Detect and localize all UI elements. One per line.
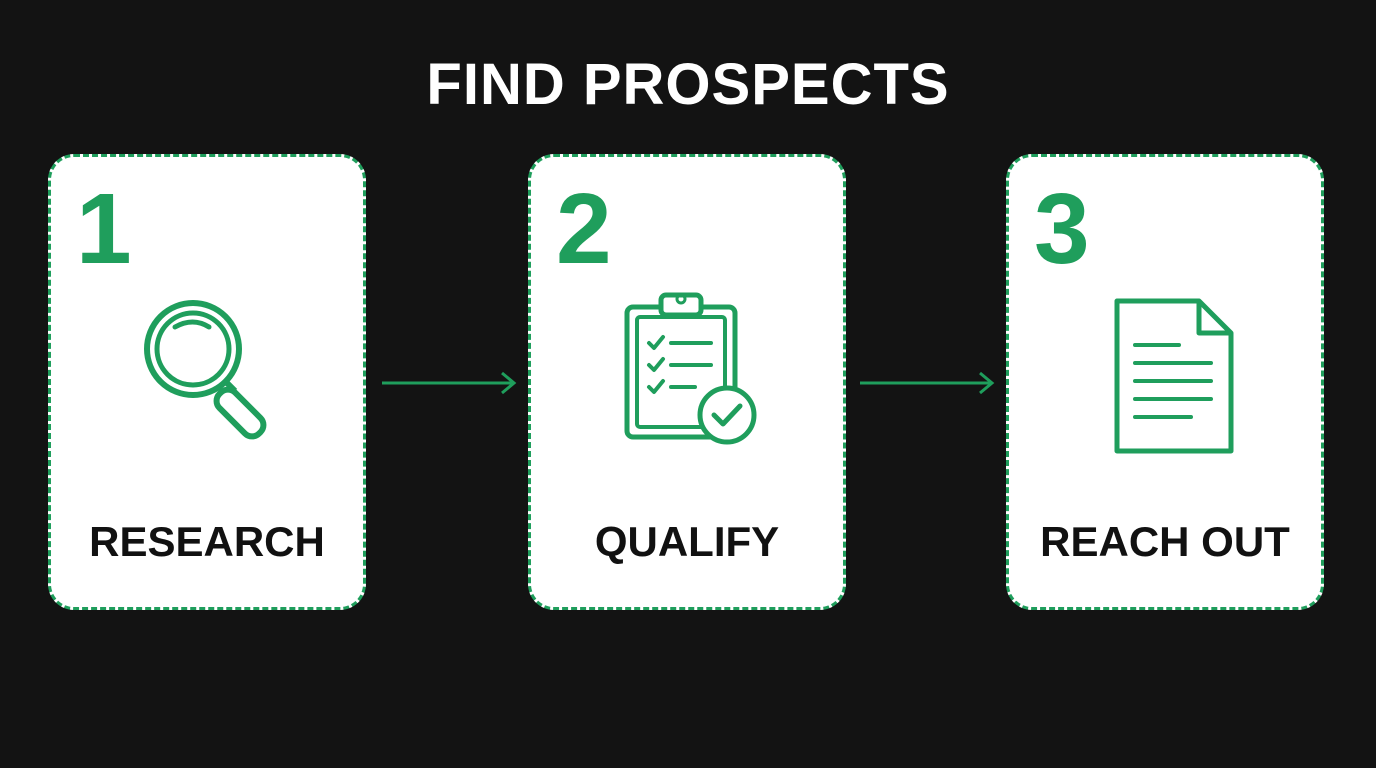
step-card-research: 1 RESEARCH [48, 154, 366, 610]
step-label: REACH OUT [1040, 518, 1290, 565]
step-number: 3 [1034, 173, 1090, 285]
magnifying-glass-icon [51, 287, 363, 467]
step-card-reach-out: 3 REACH OUT [1006, 154, 1324, 610]
clipboard-checklist-icon [531, 287, 843, 467]
step-number: 1 [76, 173, 132, 285]
step-number: 2 [556, 173, 612, 285]
step-card-qualify: 2 QUALIFY [528, 154, 846, 610]
diagram-title: FIND PROSPECTS [426, 52, 950, 117]
step-label: RESEARCH [89, 518, 325, 565]
arrow-right-icon [382, 371, 517, 395]
arrow-right-icon [860, 371, 995, 395]
step-label: QUALIFY [594, 518, 780, 565]
document-icon [1009, 287, 1321, 467]
